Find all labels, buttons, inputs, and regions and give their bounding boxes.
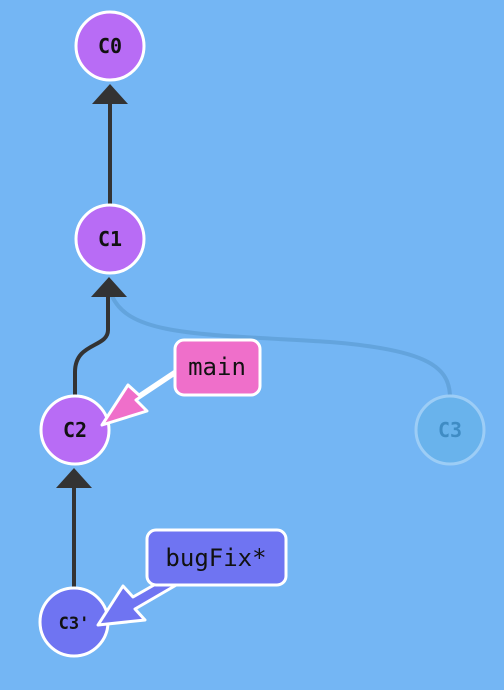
commit-label: C0 (98, 34, 122, 58)
commit-label: C2 (63, 418, 87, 442)
commit-label: C3 (438, 418, 462, 442)
commit-node-c3-prime[interactable]: C3' (38, 586, 110, 658)
branch-label-bugfix[interactable]: bugFix* (145, 528, 288, 587)
commit-node-c0[interactable]: C0 (74, 10, 146, 82)
branch-name: main (188, 353, 246, 381)
arrowhead-c0 (92, 84, 128, 104)
branch-label-main[interactable]: main (173, 338, 262, 397)
commit-node-c1[interactable]: C1 (74, 203, 146, 275)
commit-label: C3' (59, 614, 90, 634)
branch-pointer-main (100, 365, 183, 427)
edge-c3-c1-ghost (110, 295, 452, 399)
edge-c2-c1 (73, 290, 110, 398)
arrowhead-c2 (56, 468, 92, 488)
commit-node-c3-ghost[interactable]: C3 (414, 394, 486, 466)
branch-name: bugFix* (165, 544, 266, 572)
arrowhead-c1 (91, 277, 127, 297)
commit-label: C1 (98, 227, 122, 251)
commit-node-c2[interactable]: C2 (39, 394, 111, 466)
